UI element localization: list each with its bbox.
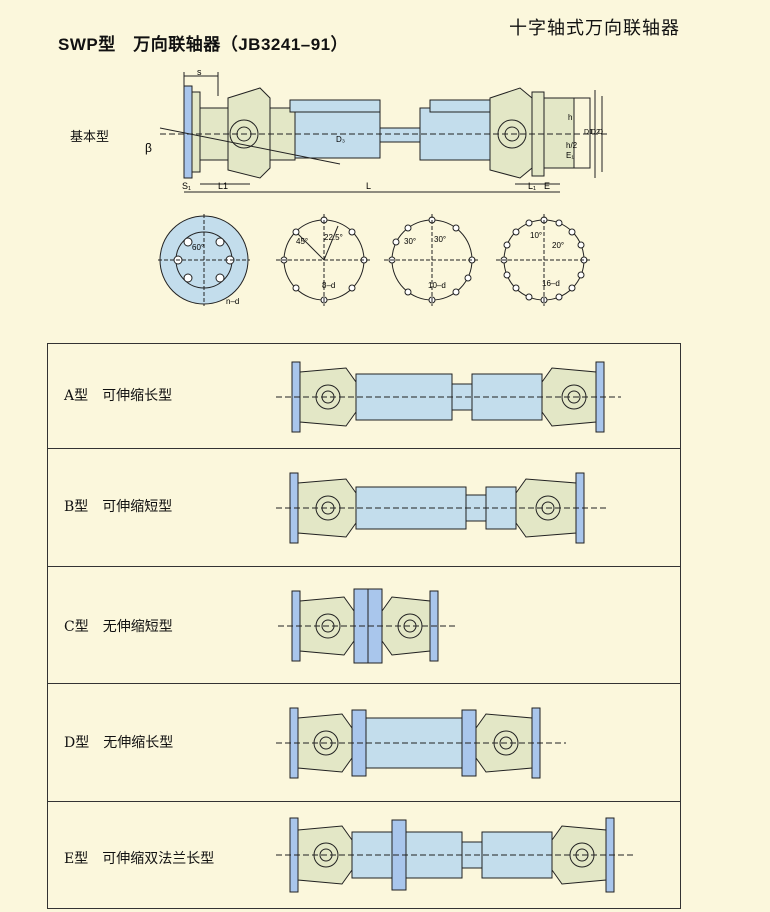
page-subtitle: 十字轴式万向联轴器	[509, 18, 680, 39]
type-row-c: C型 无伸缩短型	[48, 567, 680, 684]
dim-d: D	[598, 129, 603, 136]
dim-s: s	[197, 68, 202, 77]
type-b-label: B型 可伸缩短型	[64, 499, 173, 515]
type-e-label: E型 可伸缩双法兰长型	[64, 851, 215, 867]
flange-2-holes: 8–d	[322, 281, 335, 290]
dim-d3: D₃	[336, 135, 345, 144]
type-e-drawing	[276, 817, 636, 893]
type-row-e: E型 可伸缩双法兰长型	[48, 802, 680, 908]
basic-type-drawing: s β S₁ L1 L L₁ E D₃ h h/2 E₁ D1 D2 D	[145, 68, 610, 193]
flange-3-angle-b: 30°	[434, 235, 446, 244]
page-title: SWP型 万向联轴器（JB3241–91）	[58, 35, 349, 54]
dim-l1b: L₁	[528, 181, 536, 191]
type-a-drawing	[276, 361, 621, 433]
type-c-label: C型 无伸缩短型	[64, 619, 173, 635]
basic-type-label: 基本型	[70, 130, 110, 145]
flange-diagram-3: 30° 30° 10–d	[384, 214, 480, 306]
types-table: A型 可伸缩长型 B型 可伸缩短型	[47, 343, 681, 909]
dim-h2: h/2	[566, 141, 578, 150]
type-d-drawing	[276, 707, 566, 779]
dim-d2: D2	[591, 129, 600, 136]
dim-d1: D1	[584, 129, 593, 136]
dim-beta: β	[145, 141, 152, 155]
type-row-b: B型 可伸缩短型	[48, 449, 680, 567]
flange-3-angle-a: 30°	[404, 237, 416, 246]
flange-4-holes: 16–d	[542, 279, 560, 288]
flange-2-angle-b: 22.5°	[324, 233, 343, 242]
type-row-a: A型 可伸缩长型	[48, 344, 680, 449]
flange-4-angle-a: 10°	[530, 231, 542, 240]
flange-4-angle-b: 20°	[552, 241, 564, 250]
flange-diagram-1: 60° n–d	[158, 214, 250, 306]
dim-e: E	[544, 181, 550, 191]
type-d-label: D型 无伸缩长型	[64, 735, 174, 751]
flange-1-angle: 60°	[192, 243, 204, 252]
flange-3-holes: 10–d	[428, 281, 446, 290]
flange-diagram-4: 10° 20° 16–d	[496, 214, 592, 306]
type-c-drawing	[278, 588, 458, 664]
flange-1-holes: n–d	[226, 297, 239, 306]
dim-h: h	[568, 113, 572, 122]
dim-s1: S₁	[182, 181, 191, 191]
dim-l: L	[366, 181, 371, 191]
dim-l1: L1	[218, 181, 228, 191]
flange-diagram-2: 45° 22.5° 8–d	[276, 214, 372, 306]
dim-e1: E₁	[566, 151, 574, 160]
type-b-drawing	[276, 472, 606, 544]
type-a-label: A型 可伸缩长型	[64, 388, 173, 404]
type-row-d: D型 无伸缩长型	[48, 684, 680, 802]
flange-2-angle-a: 45°	[296, 237, 308, 246]
